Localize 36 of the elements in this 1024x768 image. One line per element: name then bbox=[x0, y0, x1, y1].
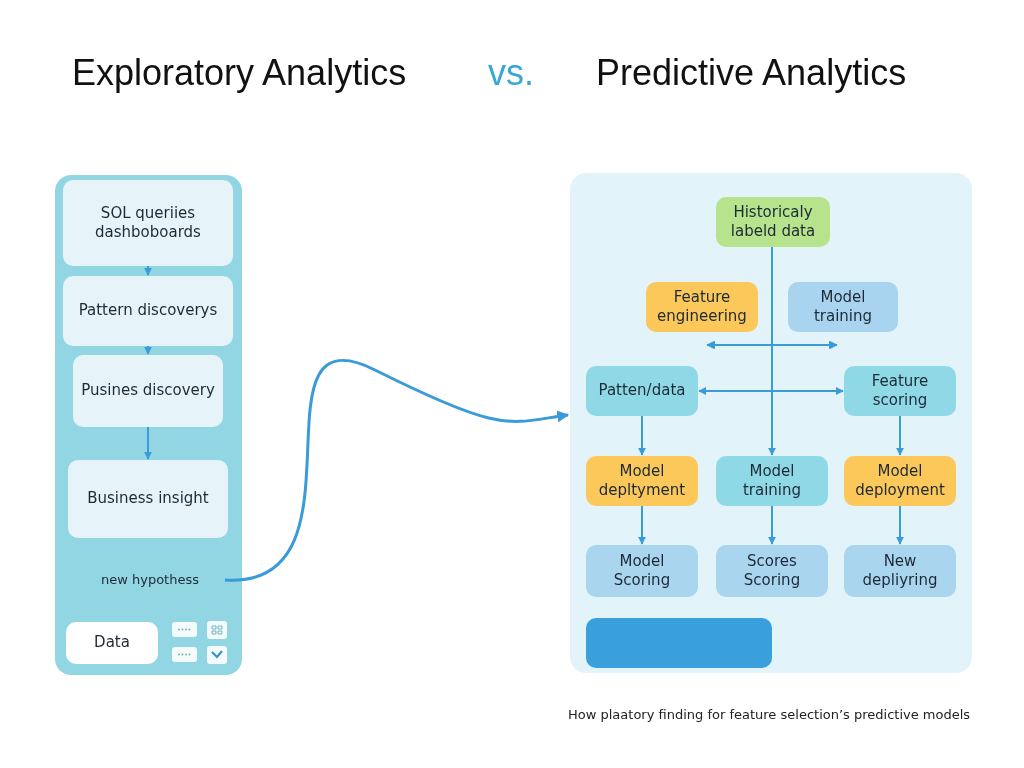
process-box: Pusines discovery bbox=[73, 355, 223, 427]
process-box: Pattern discoverys bbox=[63, 276, 233, 346]
arrow bbox=[706, 341, 838, 349]
process-box: Business insight bbox=[68, 460, 228, 538]
arrow bbox=[638, 505, 646, 545]
title-text: Predictive Analytics bbox=[596, 52, 907, 94]
arrow bbox=[896, 415, 904, 456]
banner bbox=[586, 618, 772, 668]
process-box: Patten/data bbox=[586, 366, 698, 416]
process-box: Scores Scoring bbox=[716, 545, 828, 597]
arrow bbox=[638, 415, 646, 456]
process-box: Feature engineering bbox=[646, 282, 758, 332]
annotation-text: new hypothess bbox=[75, 568, 225, 592]
arrow bbox=[896, 505, 904, 545]
arrow bbox=[698, 387, 844, 395]
process-box: Model deployment bbox=[844, 456, 956, 506]
title-text: Exploratory Analytics bbox=[72, 52, 407, 94]
panel bbox=[570, 173, 972, 673]
process-box: Model depltyment bbox=[586, 456, 698, 506]
process-box: Data bbox=[66, 622, 158, 664]
panel bbox=[55, 175, 242, 675]
process-box: Historicaly labeld data bbox=[716, 197, 830, 247]
arrow bbox=[768, 246, 776, 456]
process-box: Feature scoring bbox=[844, 366, 956, 416]
arrow bbox=[144, 426, 152, 460]
arrow bbox=[768, 505, 776, 545]
process-box: Model Scoring bbox=[586, 545, 698, 597]
process-box: Model training bbox=[716, 456, 828, 506]
process-box: SOL queriies dashboboards bbox=[63, 180, 233, 266]
arrow bbox=[144, 345, 152, 355]
arrow bbox=[224, 359, 570, 582]
process-box: Model training bbox=[788, 282, 898, 332]
arrow bbox=[144, 265, 152, 276]
process-box: New depliyring bbox=[844, 545, 956, 597]
title-text: vs. bbox=[488, 52, 534, 94]
caption: How plaatory finding for feature selection’s predictive models bbox=[568, 707, 971, 722]
